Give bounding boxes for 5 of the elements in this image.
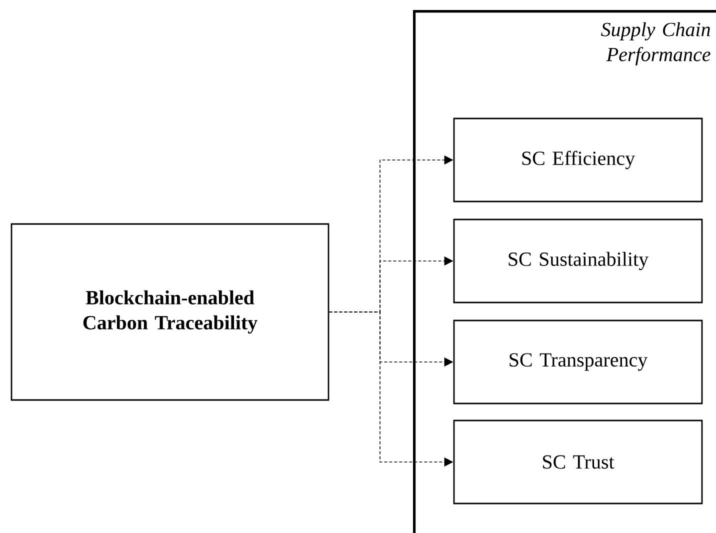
concept-box: Blockchain-enabled Carbon Traceability: [10, 223, 330, 401]
construct-box: SC Efficiency: [453, 118, 703, 202]
construct-box: SC Trust: [453, 420, 703, 504]
construct-box: SC Transparency: [453, 320, 703, 404]
construct-box: SC Sustainability: [453, 218, 703, 304]
